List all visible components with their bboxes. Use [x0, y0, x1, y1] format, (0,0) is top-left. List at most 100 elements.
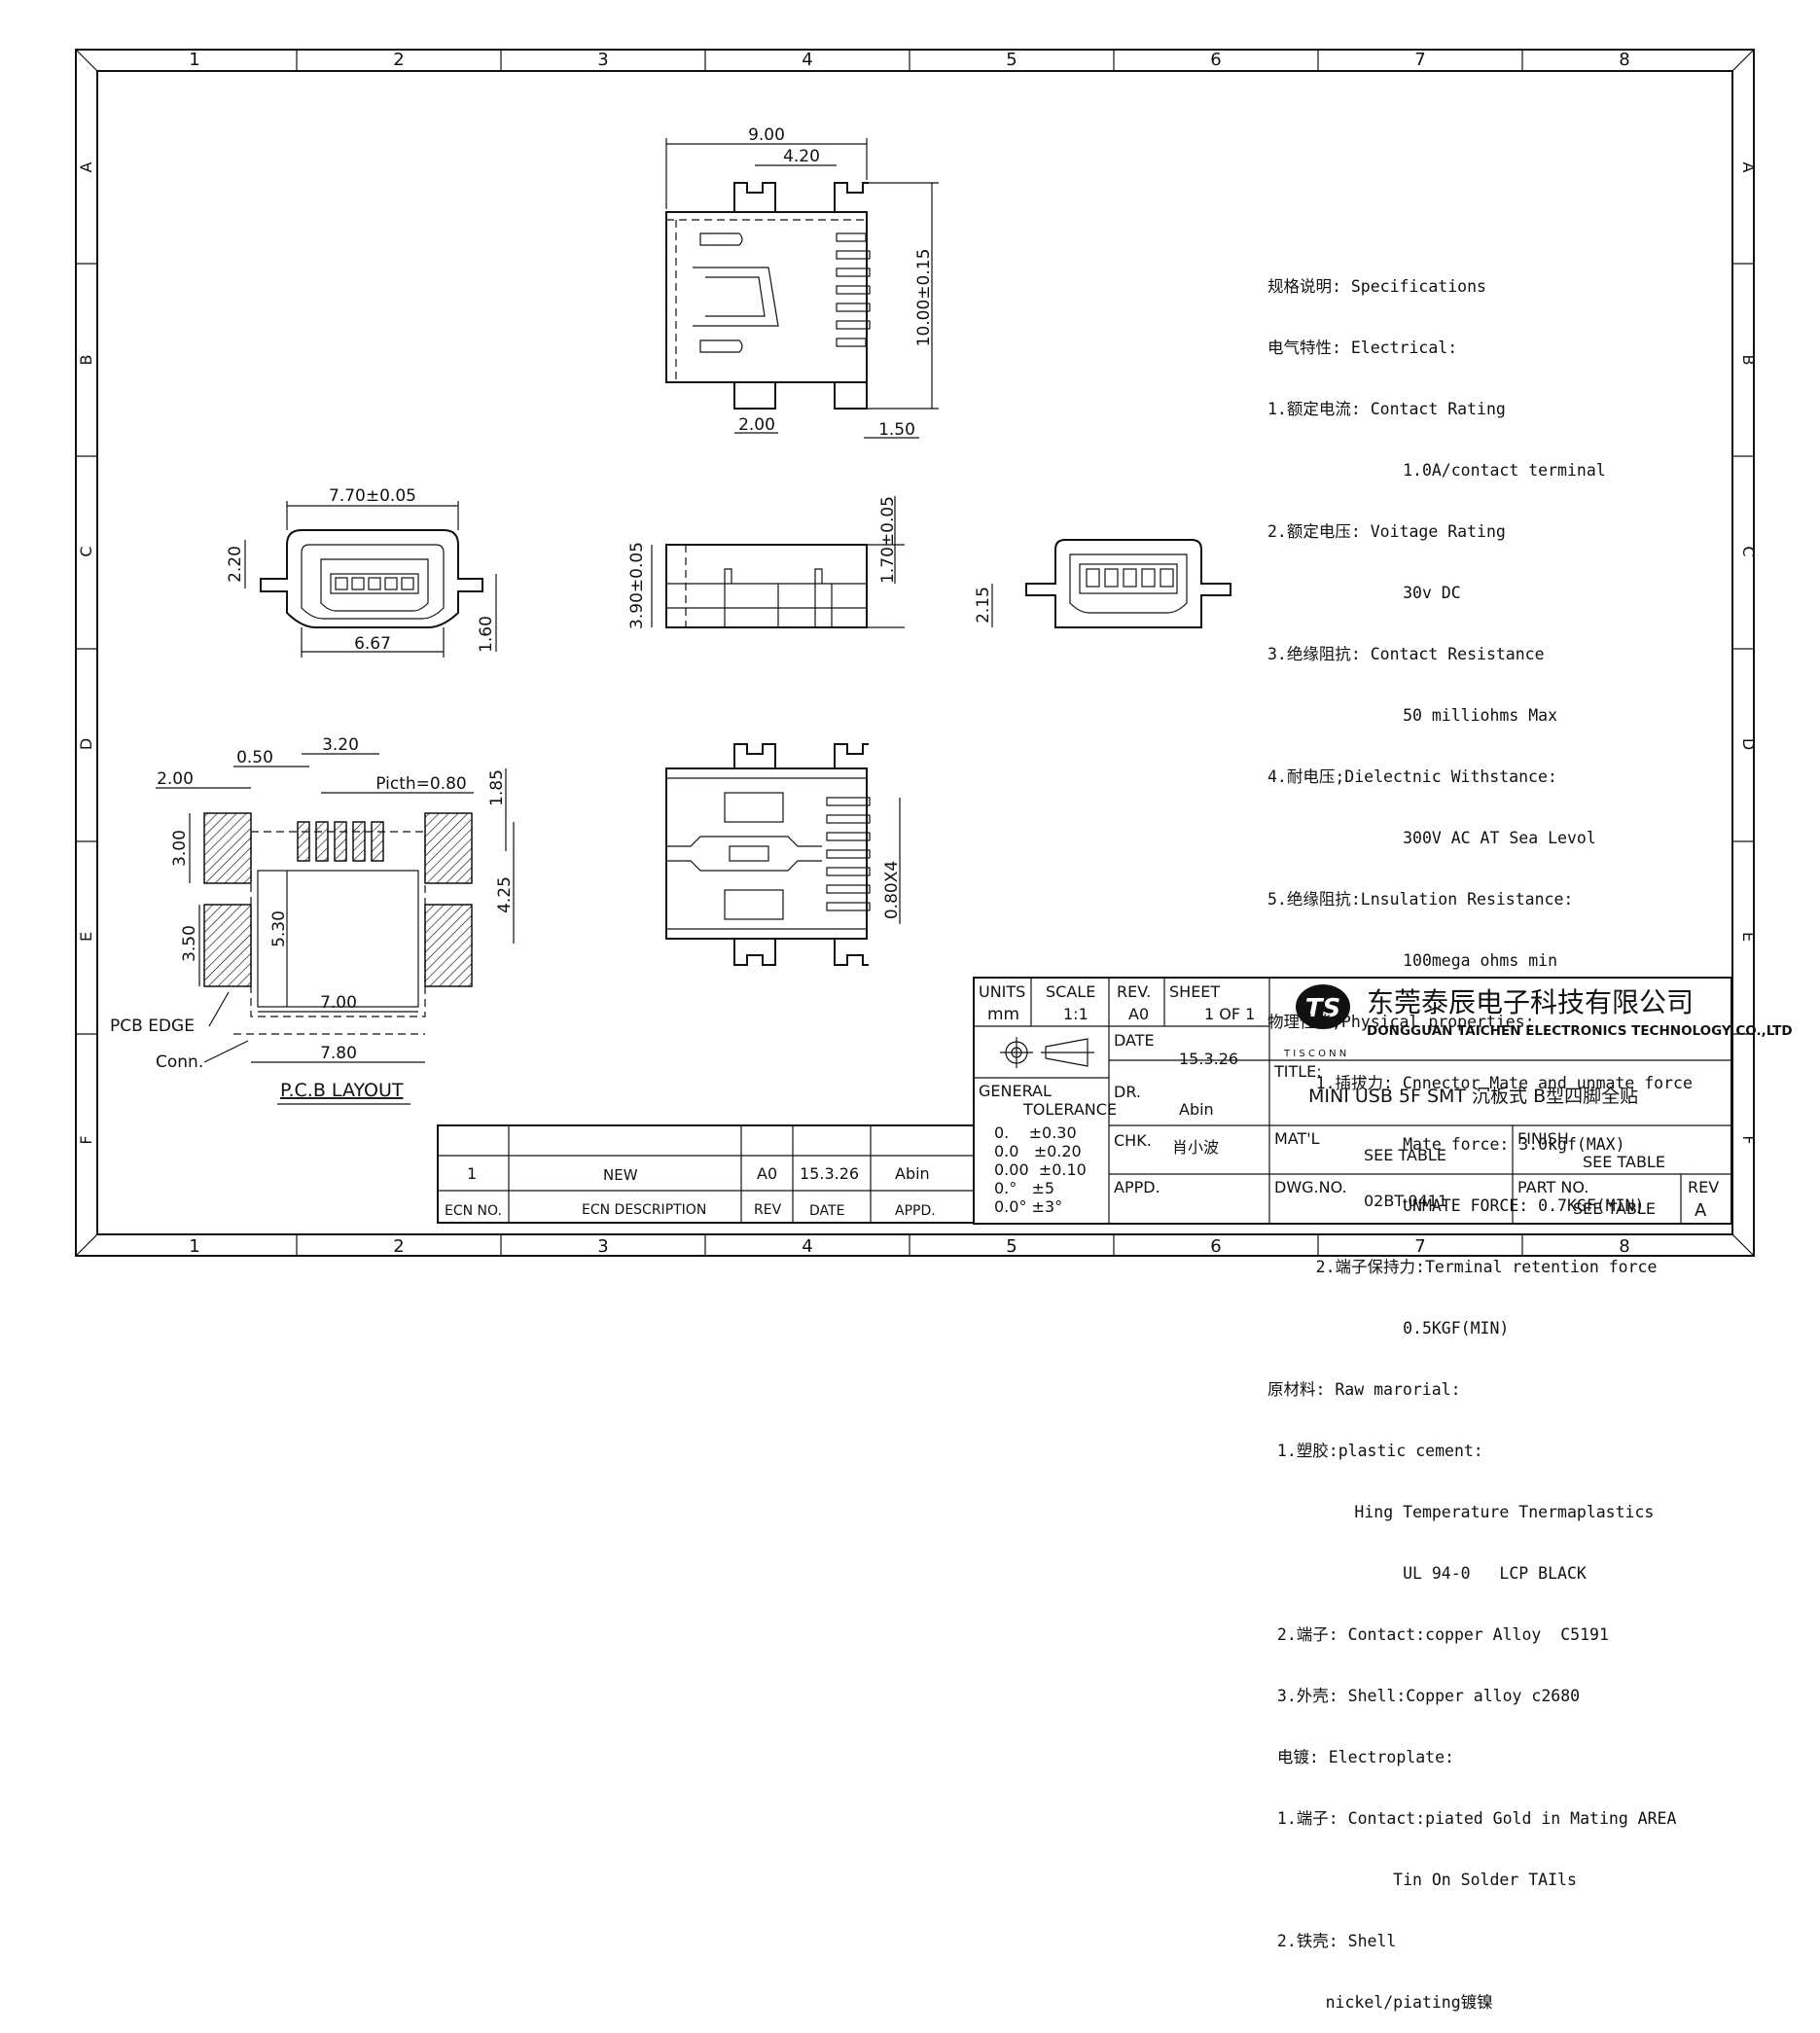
dim-outer-w: 7.80 [320, 1044, 357, 1063]
row-label: B [1739, 355, 1758, 366]
spec-line: 1.插拔力: Cnnector Mate and unmate force [1267, 1074, 1693, 1092]
specifications-text: 规格说明: Specifications 电气特性: Electrical: 1… [1267, 235, 1754, 2033]
col-label: 5 [1006, 1236, 1017, 1257]
dim-pad-h: 3.00 [170, 830, 190, 867]
spec-line: 5.绝缘阻抗:Lnsulation Resistance: [1267, 890, 1574, 909]
tolerance-label: TOLERANCE [1022, 1100, 1117, 1119]
spec-line: 3.外壳: Shell:Copper alloy c2680 [1267, 1687, 1581, 1705]
spec-line: 2.铁壳: Shell [1267, 1932, 1397, 1950]
col-label: 6 [1210, 50, 1221, 70]
col-label: 3 [597, 50, 608, 70]
rev-value: A0 [1128, 1005, 1149, 1023]
tolerance-line: 0.° ±5 [994, 1179, 1054, 1197]
dim-h1: 1.85 [487, 769, 507, 806]
spec-line: 1.额定电流: Contact Rating [1267, 400, 1506, 418]
brand-name: T I S C O N N [1283, 1049, 1346, 1059]
bottom-view: 0.80X4 [665, 743, 902, 966]
drawing-sheet: 1 2 3 4 5 6 7 8 1 2 3 4 5 6 7 8 A B C D … [75, 49, 1793, 1257]
ecn-table: 1 NEW A0 15.3.26 Abin ECN NO. ECN DESCRI… [437, 1124, 975, 1224]
grid-ticks [76, 50, 1754, 1256]
ecn-header-appd: APPD. [895, 1203, 936, 1219]
spec-line: 电镀: Electroplate: [1267, 1748, 1454, 1766]
conn-label: Conn. [156, 1052, 203, 1072]
row-label: D [1739, 738, 1758, 750]
col-label: 1 [189, 1236, 199, 1257]
tolerance-line: 0.00 ±0.10 [994, 1160, 1087, 1179]
pcb-layout: 2.00 0.50 3.20 Picth=0.80 3.00 1.85 4.25… [110, 735, 515, 1105]
row-labels-left: A B C D E F [77, 161, 95, 1144]
dim-leg-side: 1.50 [878, 420, 915, 440]
finish-value: SEE TABLE [1583, 1153, 1665, 1171]
spec-line: 0.5KGF(MIN) [1267, 1319, 1510, 1338]
spec-line: Tin On Solder TAIls [1267, 1871, 1577, 1889]
date-label: DATE [1114, 1031, 1155, 1050]
spec-line: UL 94-0 LCP BLACK [1267, 1564, 1587, 1583]
spec-line: 50 milliohms Max [1267, 706, 1558, 725]
spec-line: 3.绝缘阻抗: Contact Resistance [1267, 645, 1545, 663]
tolerance-line: 0.0 ±0.20 [994, 1142, 1082, 1160]
units-label: UNITS [979, 982, 1025, 1001]
title-value: MINI USB 5F SMT 沉板式 B型四脚全贴 [1308, 1086, 1638, 1107]
dim-span: 3.20 [322, 735, 359, 755]
chk-label: CHK. [1114, 1131, 1152, 1150]
column-labels-top: 1 2 3 4 5 6 7 8 [189, 50, 1629, 70]
logo-letters: TS [1305, 994, 1340, 1023]
sheet-value: 1 OF 1 [1204, 1005, 1255, 1023]
column-labels-bottom: 1 2 3 4 5 6 7 8 [189, 1236, 1629, 1257]
col-label: 1 [189, 50, 199, 70]
part-value: SEE TABLE [1573, 1199, 1656, 1218]
spec-line: Hing Temperature Tnermaplastics [1267, 1503, 1655, 1521]
dim-right: 1.60 [477, 616, 496, 653]
company-name-en: DONGGUAN TAICHEN ELECTRONICS TECHNOLOGY … [1367, 1023, 1793, 1039]
rev-label: REV. [1117, 982, 1151, 1001]
col-label: 2 [393, 1236, 404, 1257]
dr-value: Abin [1179, 1100, 1214, 1119]
dim-pitch: Picth=0.80 [375, 774, 466, 794]
ecn-row-appd: Abin [895, 1164, 930, 1183]
dim-pin-w: 0.50 [236, 748, 273, 767]
matl-label: MAT'L [1274, 1129, 1320, 1148]
projection-symbol-icon [1000, 1037, 1094, 1068]
col-label: 7 [1414, 1236, 1425, 1257]
row-label: A [1739, 162, 1758, 173]
dr-label: DR. [1114, 1083, 1141, 1101]
col-label: 4 [802, 50, 812, 70]
col-label: 2 [393, 50, 404, 70]
dim-inner-h: 5.30 [269, 910, 289, 947]
dim-leg: 2.00 [738, 415, 775, 435]
chk-value: 肖小波 [1172, 1138, 1219, 1157]
ecn-row-date: 15.3.26 [800, 1164, 859, 1183]
spec-line: 1.0A/contact terminal [1267, 461, 1606, 480]
dwg-value: 02BT-0411 [1364, 1192, 1447, 1210]
ecn-header-rev: REV [754, 1202, 782, 1218]
ecn-row-no: 1 [467, 1164, 477, 1183]
row-label: D [77, 738, 95, 750]
dim-top: 1.70±0.05 [878, 496, 898, 584]
dim-inner-width: 4.20 [783, 147, 820, 166]
dim-total-width: 9.00 [748, 125, 785, 145]
spec-line: 规格说明: Specifications [1267, 277, 1486, 296]
spec-line: 100mega ohms min [1267, 951, 1558, 970]
spec-line: nickel/piating镀镍 [1267, 1993, 1493, 2012]
row-label: E [77, 932, 95, 942]
dim-opening: 6.67 [354, 634, 391, 654]
dim-h2: 4.25 [495, 876, 515, 913]
dim-left: 2.15 [974, 587, 993, 624]
col-label: 6 [1210, 1236, 1221, 1257]
row-label: E [1739, 932, 1758, 942]
tolerance-line: 0.0° ±3° [994, 1197, 1062, 1216]
col-label: 4 [802, 1236, 812, 1257]
spec-line: 2.端子: Contact:copper Alloy C5191 [1267, 1625, 1609, 1644]
spec-line: 2.额定电压: Voitage Rating [1267, 522, 1506, 541]
spec-line: 30v DC [1267, 584, 1461, 602]
date-value: 15.3.26 [1179, 1050, 1238, 1068]
ecn-header-desc: ECN DESCRIPTION [582, 1202, 706, 1218]
col-label: 8 [1619, 50, 1629, 70]
pcb-layout-title: P.C.B LAYOUT [280, 1080, 404, 1101]
front-view: 7.70±0.05 6.67 2.20 1.60 [226, 486, 497, 658]
sheet-border [75, 49, 1755, 1257]
scale-label: SCALE [1046, 982, 1095, 1001]
spec-line: Mate force: 3.0kgf(MAX) [1267, 1135, 1625, 1154]
row-label: C [1739, 546, 1758, 556]
spec-line: 物理性能;Physical properties: [1267, 1013, 1535, 1031]
